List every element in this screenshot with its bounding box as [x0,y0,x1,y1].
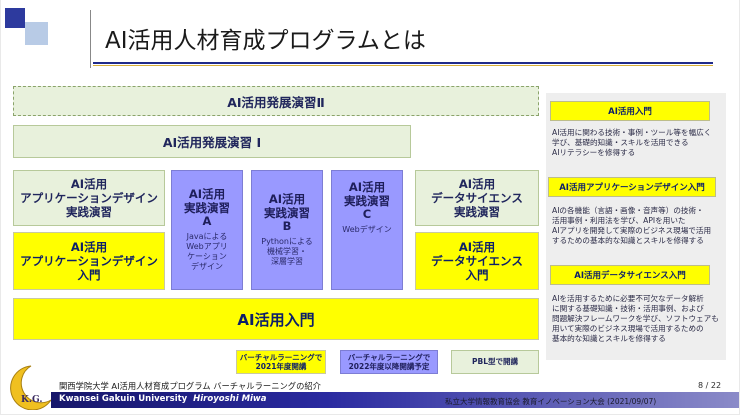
sidebar-head-ds-intro: AI活用データサイエンス入門 [550,265,710,285]
practice-c-box: AI活用 実践演習 C Webデザイン [331,170,403,290]
crescent-moon-icon: K.G. [10,365,52,411]
app-design-practice-box: AI活用 アプリケーションデザイン 実践演習 [13,170,165,226]
practice-c-title: AI活用 実践演習 C [344,180,390,221]
advanced-1-box: AI活用発展演習 I [13,125,411,158]
logo-text: K.G. [21,395,42,405]
footer-university: Kwansei Gakuin University [59,394,188,404]
header-accent-blue-square [5,8,25,28]
header-rule-gold [93,65,713,66]
description-panel [546,93,726,360]
footer-subtitle: 関西学院大学 AI活用人材育成プログラム バーチャルラーニングの紹介 [59,381,321,391]
page-number: 8 / 22 [698,381,722,390]
practice-b-title: AI活用 実践演習 B [264,192,310,234]
practice-a-title: AI活用 実践演習 A [184,187,230,229]
legend-2022: バーチャルラーニングで 2022年度以降開講予定 [340,350,438,374]
practice-b-desc: Pythonによる 機械学習・ 深層学習 [261,236,313,266]
footer-bar [51,392,739,408]
practice-a-box: AI活用 実践演習 A Javaによる Webアプリ ケーション デザイン [171,170,243,290]
legend-2021: バーチャルラーニングで 2021年度開講 [236,350,326,374]
header-vertical-rule [90,10,91,68]
data-science-practice-box: AI活用 データサイエンス 実践演習 [415,170,539,226]
header-rule-blue [93,62,713,64]
sidebar-head-app-intro: AI活用アプリケーションデザイン入門 [548,177,716,197]
sidebar-desc-app-intro: AIの各機能（言語・画像・音声等）の技術・ 活用事例・利用法を学び、APIを用い… [552,206,712,245]
practice-c-desc: Webデザイン [342,224,392,234]
legend-pbl: PBL型で開講 [451,350,539,374]
sidebar-desc-ds-intro: AIを活用するために必要不可欠なデータ解析 に関する基礎知識・技術・活用事例、お… [552,294,719,343]
sidebar-head-ai-intro: AI活用入門 [550,101,710,121]
footer-credit: Kwansei Gakuin University Hiroyoshi Miwa [59,394,267,404]
app-design-intro-box: AI活用 アプリケーションデザイン 入門 [13,232,165,290]
practice-b-box: AI活用 実践演習 B Pythonによる 機械学習・ 深層学習 [251,170,323,290]
footer-logo: K.G. [5,360,55,411]
advanced-2-box: AI活用発展演習Ⅱ [13,86,539,116]
header-accent-light-square [25,22,48,45]
sidebar-desc-ai-intro: AI活用に関わる技術・事例・ツール等を幅広く 学び、基礎的知識・スキルを活用でき… [552,128,712,157]
footer-author: Hiroyoshi Miwa [193,394,267,404]
ai-intro-box: AI活用入門 [13,298,539,340]
data-science-intro-box: AI活用 データサイエンス 入門 [415,232,539,290]
page-title: AI活用人材育成プログラムとは [105,28,426,54]
practice-a-desc: Javaによる Webアプリ ケーション デザイン [186,231,228,271]
footer-conference: 私立大学情報教育協会 教育イノベーション大会 (2021/09/07) [445,397,657,406]
